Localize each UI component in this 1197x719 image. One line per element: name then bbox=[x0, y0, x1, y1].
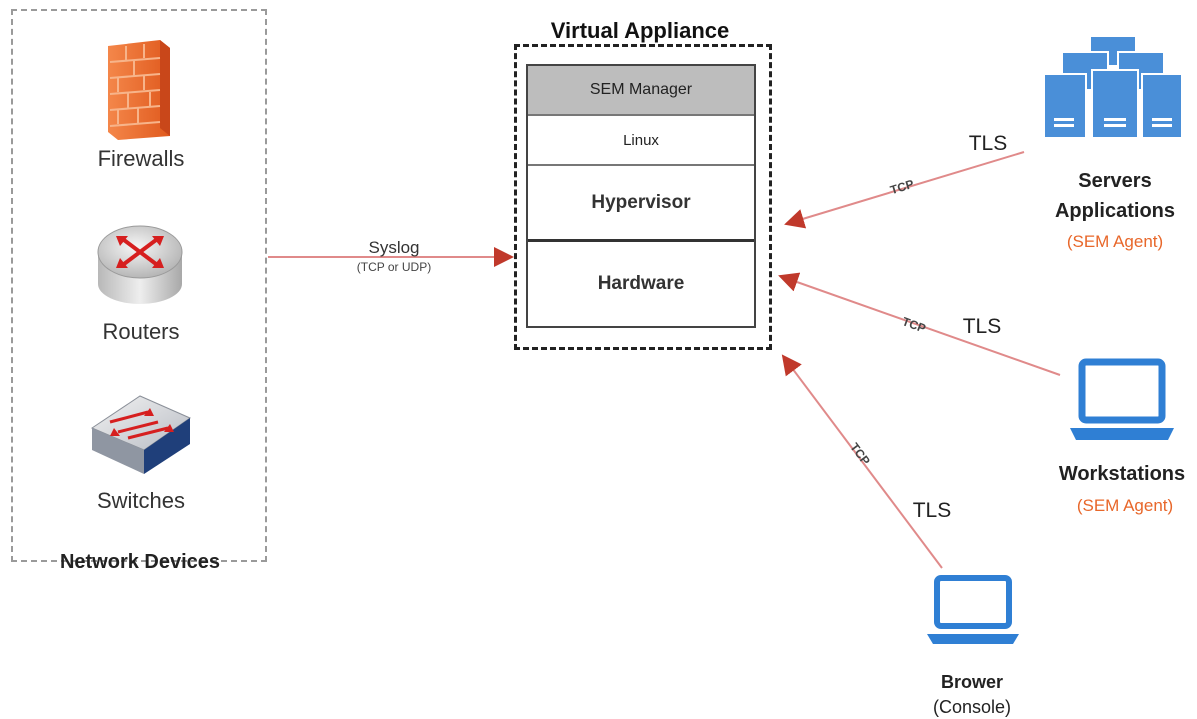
servers-edge bbox=[784, 151, 1025, 229]
laptop-icon bbox=[927, 575, 1019, 644]
browser-tls-label: TLS bbox=[912, 499, 952, 522]
workstations-agent-label: (SEM Agent) bbox=[1076, 496, 1174, 515]
servers-agent-label: (SEM Agent) bbox=[1066, 232, 1164, 251]
router-icon bbox=[97, 225, 183, 304]
layer-linux: Linux bbox=[528, 116, 754, 166]
layer-sem-manager: SEM Manager bbox=[528, 66, 754, 116]
virtual-appliance-box bbox=[514, 44, 772, 350]
browser-label: Brower bbox=[940, 672, 1003, 692]
network-devices-group bbox=[11, 9, 267, 562]
routers-label: Routers bbox=[102, 319, 180, 344]
applications-label: Applications bbox=[1054, 200, 1175, 222]
firewall-icon bbox=[108, 40, 170, 140]
layer-hardware: Hardware bbox=[597, 273, 685, 294]
syslog-sublabel: (TCP or UDP) bbox=[356, 260, 432, 274]
syslog-label: Syslog bbox=[368, 238, 420, 257]
workstations-tls-label: TLS bbox=[962, 315, 1002, 338]
switches-label: Switches bbox=[96, 488, 186, 513]
console-label: (Console) bbox=[932, 697, 1012, 717]
workstations-edge bbox=[778, 272, 1061, 376]
appliance-stack: SEM Manager Linux Hypervisor Hardware bbox=[526, 64, 756, 328]
servers-tls-label: TLS bbox=[968, 132, 1008, 155]
browser-edge bbox=[781, 354, 943, 569]
servers-label: Servers bbox=[1078, 170, 1152, 192]
switch-icon bbox=[90, 395, 192, 474]
laptop-icon bbox=[1070, 358, 1174, 440]
network-devices-title: Network Devices bbox=[59, 551, 221, 573]
layer-hypervisor: Hypervisor bbox=[528, 166, 754, 242]
workstations-label: Workstations bbox=[1058, 463, 1186, 485]
virtual-appliance-title: Virtual Appliance bbox=[550, 18, 730, 43]
server-rack-icon bbox=[1043, 35, 1183, 139]
firewalls-label: Firewalls bbox=[97, 146, 185, 171]
